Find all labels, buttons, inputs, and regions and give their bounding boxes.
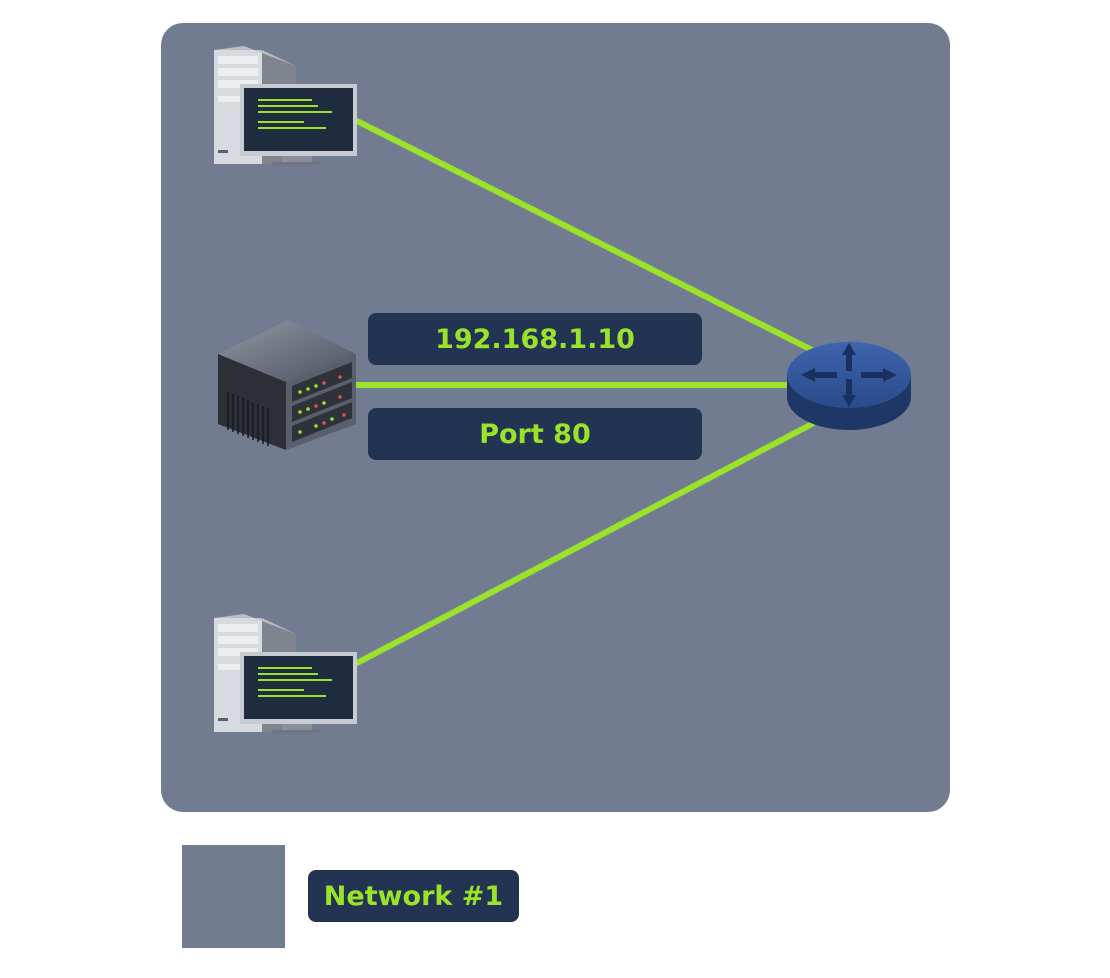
server-rack-icon — [218, 320, 356, 450]
ip-address-label: 192.168.1.10 — [368, 313, 702, 365]
legend-swatch-network-1 — [182, 845, 285, 948]
desktop-computer-icon — [214, 46, 357, 165]
link-pc-top-router — [354, 118, 815, 353]
legend-label-network-1: Network #1 — [308, 870, 519, 922]
desktop-computer-icon — [214, 614, 357, 733]
router-icon — [787, 342, 911, 430]
link-pc-bottom-router — [354, 421, 815, 666]
port-label: Port 80 — [368, 408, 702, 460]
links — [352, 118, 815, 666]
